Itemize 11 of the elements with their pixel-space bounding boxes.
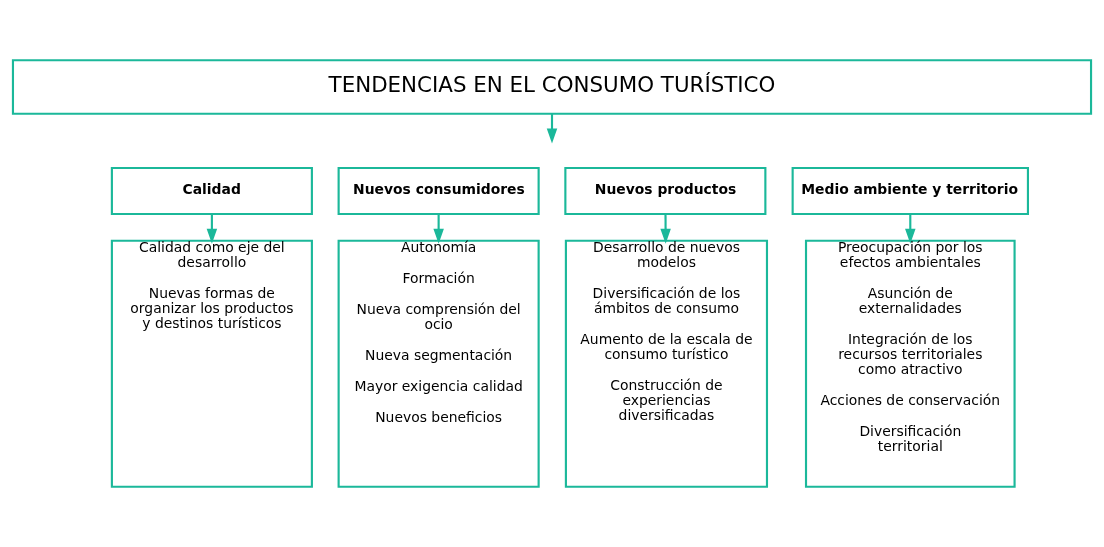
- node-box: Desarrollo de nuevos modelos Diversificación de los ámbitos de consumo Aumento de la escala de consumo turístico Construcción de experiencias diversificadas: [564, 239, 769, 488]
- node-box: Preocupación por los efectos ambientales Asunción de externalidades Integración de los recursos territoriales como atractivo Acciones de conservación Diversificación territorial: [804, 239, 1016, 488]
- node-box: TENDENCIAS EN EL CONSUMO TURÍSTICO: [11, 59, 1093, 115]
- node-box: Calidad: [110, 166, 313, 216]
- node-box: Autonomía Formación Nueva comprensión del ocio Nueva segmentación Mayor exigencia calidad Nuevos beneficios: [337, 239, 540, 488]
- arrow: [546, 114, 558, 144]
- node-box: Nuevos consumidores: [337, 166, 540, 216]
- node-box: Nuevos productos: [564, 166, 767, 216]
- node-box: Medio ambiente y territorio: [791, 166, 1029, 216]
- node-box: Calidad como eje del desarrollo Nuevas formas de organizar los productos y destinos turísticos: [110, 239, 313, 488]
- arrow: [660, 214, 671, 244]
